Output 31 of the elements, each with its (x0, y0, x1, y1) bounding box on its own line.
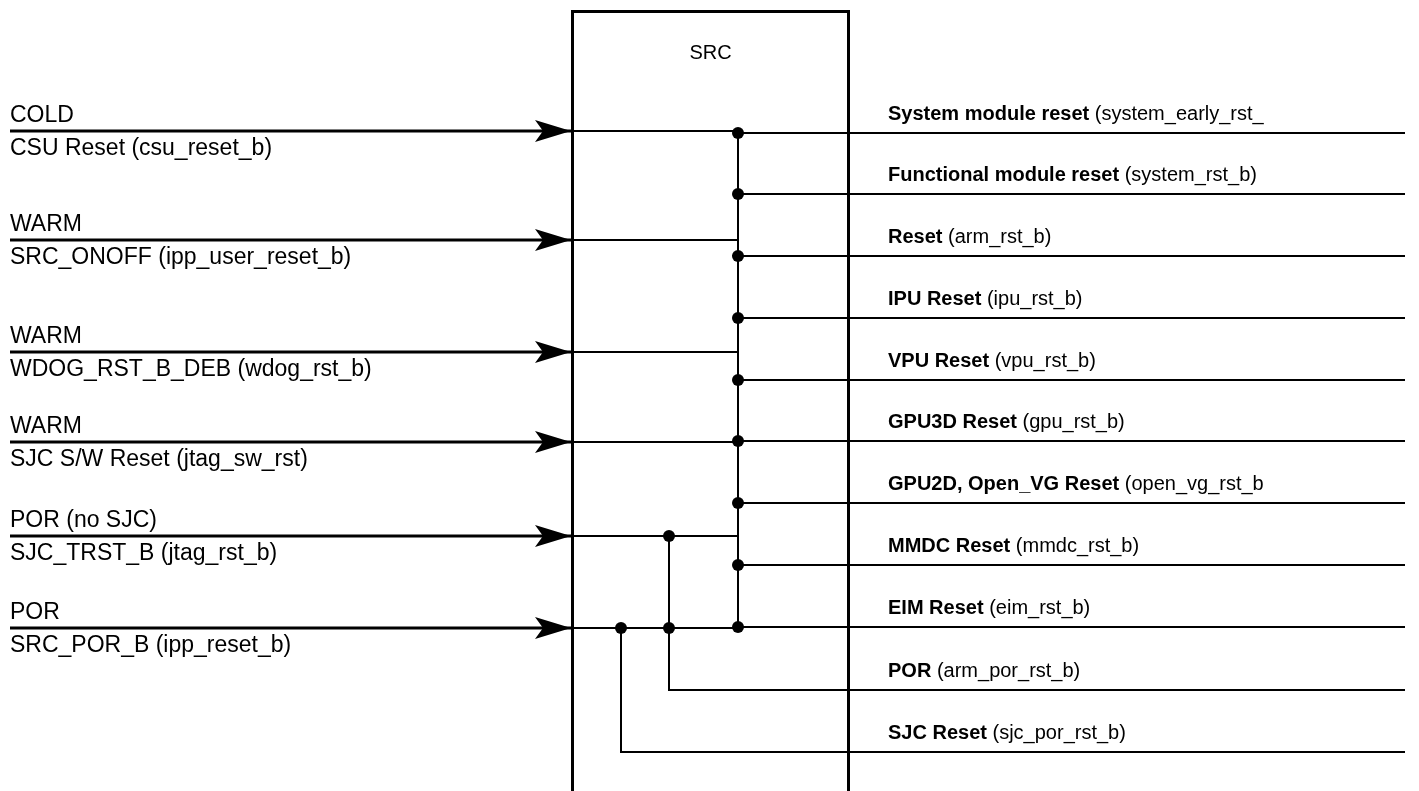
signal-label: SRC_ONOFF (ipp_user_reset_b) (10, 243, 352, 269)
input-arrow (10, 120, 571, 142)
signal-label: SRC_POR_B (ipp_reset_b) (10, 631, 292, 657)
output-line (849, 317, 1406, 319)
input-arrow (10, 617, 571, 639)
reset-type-label: COLD (10, 101, 74, 127)
output-line (849, 689, 1406, 691)
input-arrow (10, 341, 571, 363)
module-box (571, 10, 850, 791)
signal-label: CSU Reset (csu_reset_b) (10, 134, 273, 160)
output-line (849, 193, 1406, 195)
output-line (849, 255, 1406, 257)
reset-type-label: WARM (10, 412, 82, 438)
output-line (849, 626, 1406, 628)
reset-type-label: POR (no SJC) (10, 506, 157, 532)
module-label: SRC (688, 41, 733, 64)
input-arrow (10, 229, 571, 251)
input-arrow (10, 431, 571, 453)
signal-label: WDOG_RST_B_DEB (wdog_rst_b) (10, 355, 372, 381)
output-line (849, 440, 1406, 442)
output-line (849, 379, 1406, 381)
signal-label: SJC_TRST_B (jtag_rst_b) (10, 539, 278, 565)
output-line (849, 564, 1406, 566)
input-arrow (10, 525, 571, 547)
reset-type-label: WARM (10, 210, 82, 236)
output-line (849, 751, 1406, 753)
output-line (849, 502, 1406, 504)
reset-type-label: POR (10, 598, 60, 624)
reset-type-label: WARM (10, 322, 82, 348)
signal-label: SJC S/W Reset (jtag_sw_rst) (10, 445, 308, 471)
output-line (849, 132, 1406, 134)
